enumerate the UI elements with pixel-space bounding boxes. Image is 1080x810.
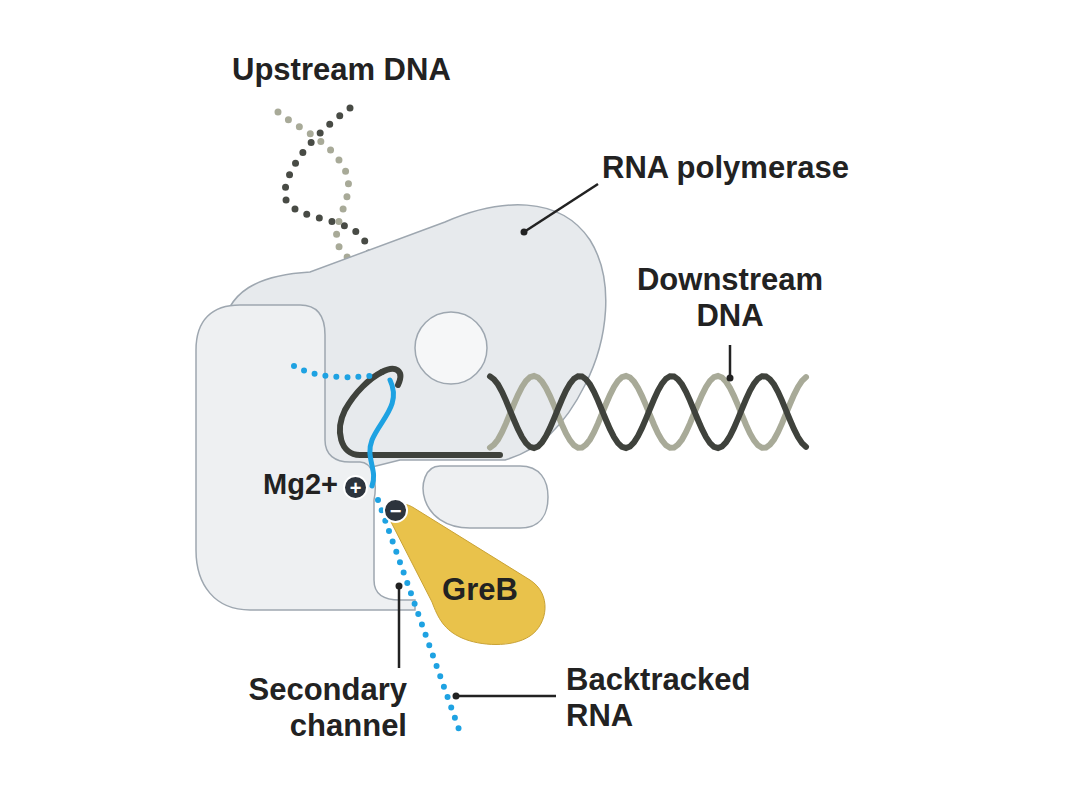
dna-strand: [490, 376, 806, 448]
part-label: Downstream DNA: [612, 262, 848, 333]
rna-strand: [294, 366, 378, 377]
protein-shape: GreB: [380, 498, 550, 648]
charge-symbol: +: [343, 475, 368, 500]
leader-dot: [521, 229, 528, 236]
part-label: Backtracked RNA: [566, 662, 796, 733]
part-label: Mg2+: [238, 468, 338, 501]
polymerase-channel: [415, 312, 487, 384]
leader-dot: [727, 375, 734, 382]
charge-sign: −: [390, 501, 402, 521]
leader-dot: [453, 693, 460, 700]
dna-strand: [490, 376, 806, 448]
leader-line: [398, 586, 401, 668]
leader-line: [729, 345, 732, 378]
charge-symbol: −: [383, 498, 408, 523]
leader-dot: [396, 583, 403, 590]
protein-name: GreB: [442, 572, 518, 608]
template-dna-strand: [340, 372, 500, 455]
part-label: Secondary channel: [195, 672, 407, 743]
polymerase-lobe: [423, 466, 548, 528]
leader-line: [456, 695, 556, 698]
part-label: Upstream DNA: [232, 52, 552, 88]
rna-strand: [370, 380, 394, 486]
downstream-dna-helix: [490, 376, 806, 448]
charge-sign: +: [350, 478, 362, 498]
part-label: RNA polymerase: [602, 150, 922, 186]
leader-line: [524, 184, 598, 232]
